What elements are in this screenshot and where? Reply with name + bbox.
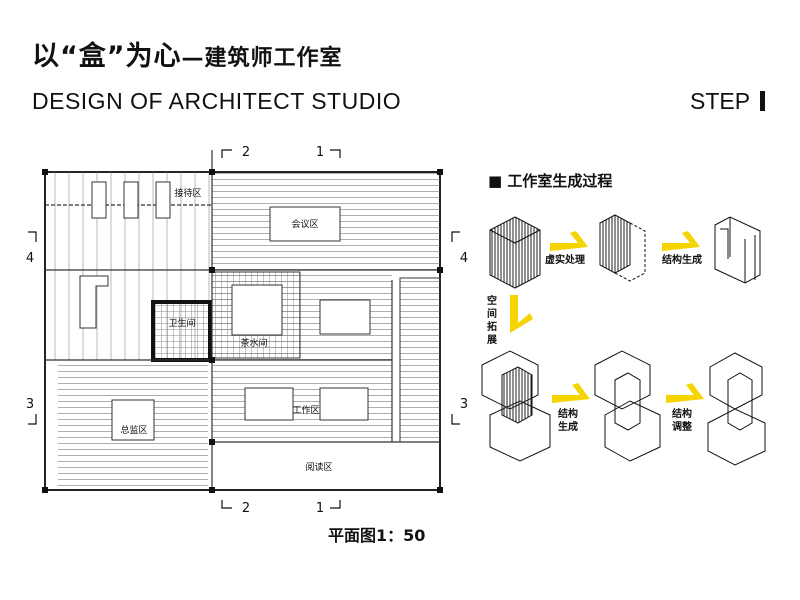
step-label: STEP xyxy=(690,88,766,115)
room-director: 总监区 xyxy=(120,424,147,436)
step-number-bar xyxy=(760,91,766,111)
subtitle-en: DESIGN OF ARCHITECT STUDIO xyxy=(32,88,402,114)
room-reading: 阅读区 xyxy=(305,461,332,473)
floor-plan: 接待区 会议区 卫生间 茶水间 工作区 总监区 阅读区 2 1 2 1 4 4 … xyxy=(26,145,468,516)
title-main: 以“盒”为心 xyxy=(32,41,182,72)
process-title-text: 工作室生成过程 xyxy=(507,172,613,190)
room-toilet: 卫生间 xyxy=(168,317,195,329)
step-void-solid: 虚实处理 xyxy=(545,255,585,266)
section-mark-2-bottom: 2 xyxy=(242,501,250,516)
section-mark-1-top: 1 xyxy=(316,145,324,160)
arrow-icons xyxy=(510,231,704,403)
plan-scale-label: 平面图1：50 xyxy=(328,526,426,545)
step-text: STEP xyxy=(690,88,751,114)
section-mark-3-right: 3 xyxy=(460,397,468,412)
page-title: 以“盒”为心—建筑师工作室 xyxy=(32,34,343,73)
process-title: ■ 工作室生成过程 xyxy=(488,172,613,190)
step-space-expand: 空间拓展 xyxy=(487,296,497,346)
step-structure-2: 结构生成 xyxy=(558,409,578,433)
step-structure-adjust: 结构调整 xyxy=(672,409,692,433)
room-reception: 接待区 xyxy=(174,187,201,199)
section-mark-4-right: 4 xyxy=(460,251,468,266)
room-tea: 茶水间 xyxy=(240,337,267,349)
title-sub: —建筑师工作室 xyxy=(181,46,343,71)
section-mark-2-top: 2 xyxy=(242,145,250,160)
section-mark-3-left: 3 xyxy=(26,397,34,412)
process-diagram xyxy=(481,214,766,466)
section-mark-4-left: 4 xyxy=(26,251,34,266)
room-work: 工作区 xyxy=(292,404,319,416)
section-mark-1-bottom: 1 xyxy=(316,501,324,516)
step-structure-1: 结构生成 xyxy=(662,255,702,266)
room-meeting: 会议区 xyxy=(291,218,318,230)
